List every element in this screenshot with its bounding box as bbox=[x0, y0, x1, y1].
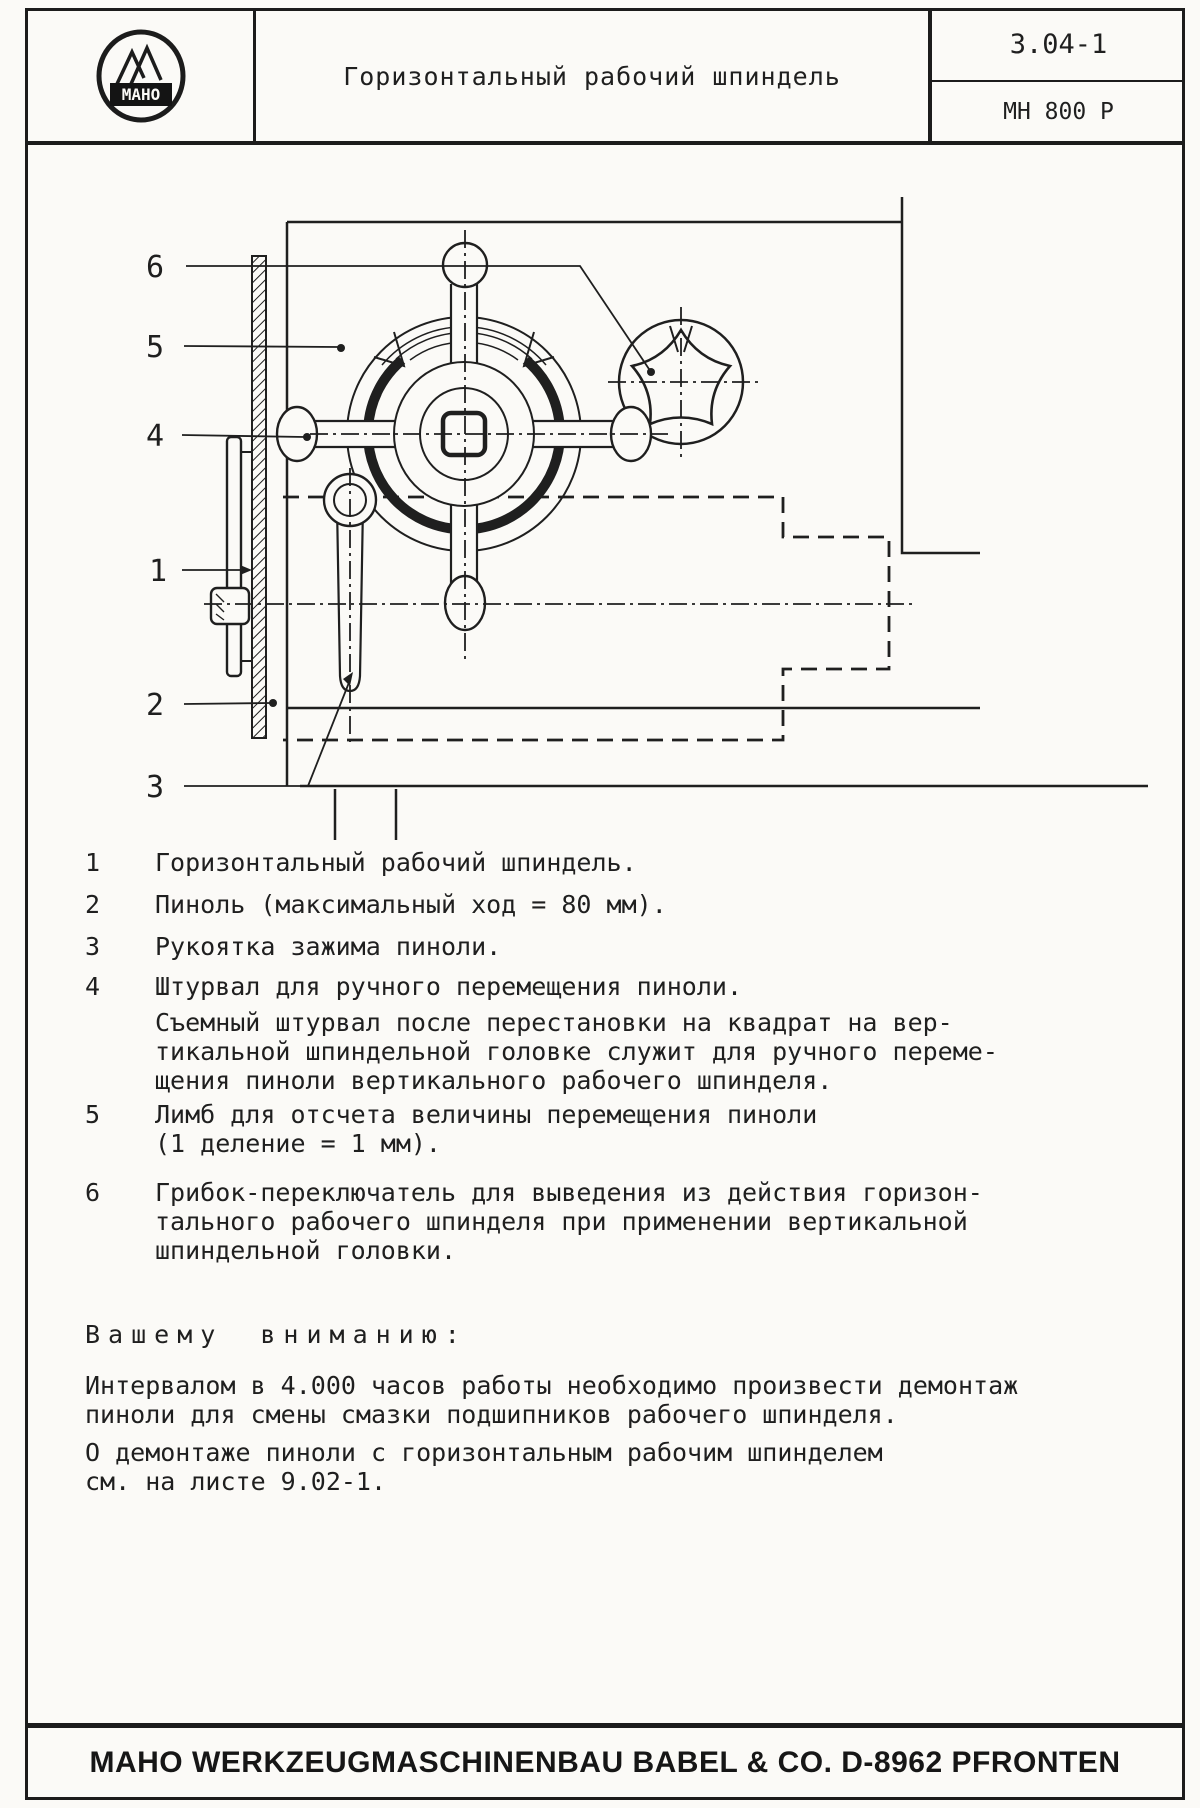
handwheel-hub bbox=[393, 361, 535, 507]
callout-label-6: 6 bbox=[146, 250, 164, 285]
attention-paragraph-2: О демонтаже пиноли с горизонтальным рабо… bbox=[85, 1438, 883, 1496]
doc-number: 3.04-1 bbox=[1009, 28, 1108, 60]
legend-text: Пиноль (максимальный ход = 80 мм). bbox=[155, 890, 667, 919]
callout-label-3: 3 bbox=[146, 770, 164, 805]
legend-number: 5 bbox=[85, 1100, 101, 1129]
leader-5 bbox=[183, 345, 339, 348]
legend-item-6: 6 Грибок-переключатель для выведения из … bbox=[85, 1178, 983, 1265]
callout-label-1: 1 bbox=[149, 554, 167, 589]
maho-logo-icon: MAHO bbox=[96, 29, 185, 123]
footer-separator-line bbox=[25, 1723, 1185, 1728]
callout-label-2: 2 bbox=[146, 688, 164, 723]
horizontal-spindle-nose bbox=[209, 435, 252, 678]
legend-item-4: 4 Штурвал для ручного перемещения пиноли… bbox=[85, 972, 742, 1001]
legend-text: Штурвал для ручного перемещения пиноли. bbox=[155, 972, 742, 1001]
machine-model: MH 800 P bbox=[1003, 98, 1114, 125]
legend-item-5: 5 Лимб для отсчета величины перемещения … bbox=[85, 1100, 817, 1158]
doc-number-underline bbox=[932, 80, 1185, 82]
logo-cell-divider bbox=[253, 8, 256, 141]
legend-number: 1 bbox=[85, 848, 101, 877]
legend-item-4-note: Съемный штурвал после перестановки на кв… bbox=[155, 1008, 998, 1095]
dial-wedge-right bbox=[522, 331, 555, 368]
callout-leaders bbox=[181, 265, 655, 787]
logo-cell: MAHO bbox=[28, 11, 253, 141]
leader-6 bbox=[186, 265, 652, 373]
page-border bbox=[25, 8, 1185, 1800]
leader-2 bbox=[183, 702, 271, 705]
header-separator-line bbox=[25, 141, 1185, 145]
callout-label-5: 5 bbox=[146, 330, 164, 365]
legend-number: 3 bbox=[85, 932, 101, 961]
logo-mountain-left bbox=[114, 47, 146, 85]
legend-item-3: 3 Рукоятка зажима пиноли. bbox=[85, 932, 501, 961]
spindle-head-outline bbox=[285, 197, 1148, 840]
legend-number: 2 bbox=[85, 890, 101, 919]
legend-text: Грибок-переключатель для выведения из де… bbox=[155, 1178, 983, 1265]
legend-number: 4 bbox=[85, 972, 101, 1001]
quill-dashed-outline bbox=[283, 495, 891, 742]
legend-item-2: 2 Пиноль (максимальный ход = 80 мм). bbox=[85, 890, 667, 919]
number-cell-divider bbox=[928, 8, 932, 141]
centerlines bbox=[204, 230, 917, 745]
logo-text: MAHO bbox=[121, 85, 160, 104]
legend-item-1: 1 Горизонтальный рабочий шпиндель. bbox=[85, 848, 637, 877]
callout-label-4: 4 bbox=[146, 419, 164, 454]
attention-paragraph-1: Интервалом в 4.000 часов работы необходи… bbox=[85, 1371, 1019, 1429]
logo-mountain-right bbox=[128, 43, 163, 85]
legend-text: Горизонтальный рабочий шпиндель. bbox=[155, 848, 637, 877]
quill-face-plate bbox=[251, 255, 267, 739]
page-title: Горизонтальный рабочий шпиндель bbox=[343, 61, 841, 91]
legend-text: Рукоятка зажима пиноли. bbox=[155, 932, 502, 961]
star-knob-pointer bbox=[669, 325, 693, 353]
logo-banner bbox=[109, 83, 172, 106]
footer-company: MAHO WERKZEUGMASCHINENBAU BABEL & CO. D-… bbox=[89, 1746, 1121, 1779]
leader-3 bbox=[184, 679, 351, 787]
legend-text: Лимб для отсчета величины перемещения пи… bbox=[155, 1100, 818, 1158]
callout-labels: 6 5 4 1 2 3 bbox=[146, 250, 167, 805]
dial-wedge-left bbox=[373, 331, 406, 368]
leader-4 bbox=[181, 434, 306, 438]
legend-number: 6 bbox=[85, 1178, 101, 1207]
attention-heading: Вашему вниманию: bbox=[85, 1320, 468, 1349]
